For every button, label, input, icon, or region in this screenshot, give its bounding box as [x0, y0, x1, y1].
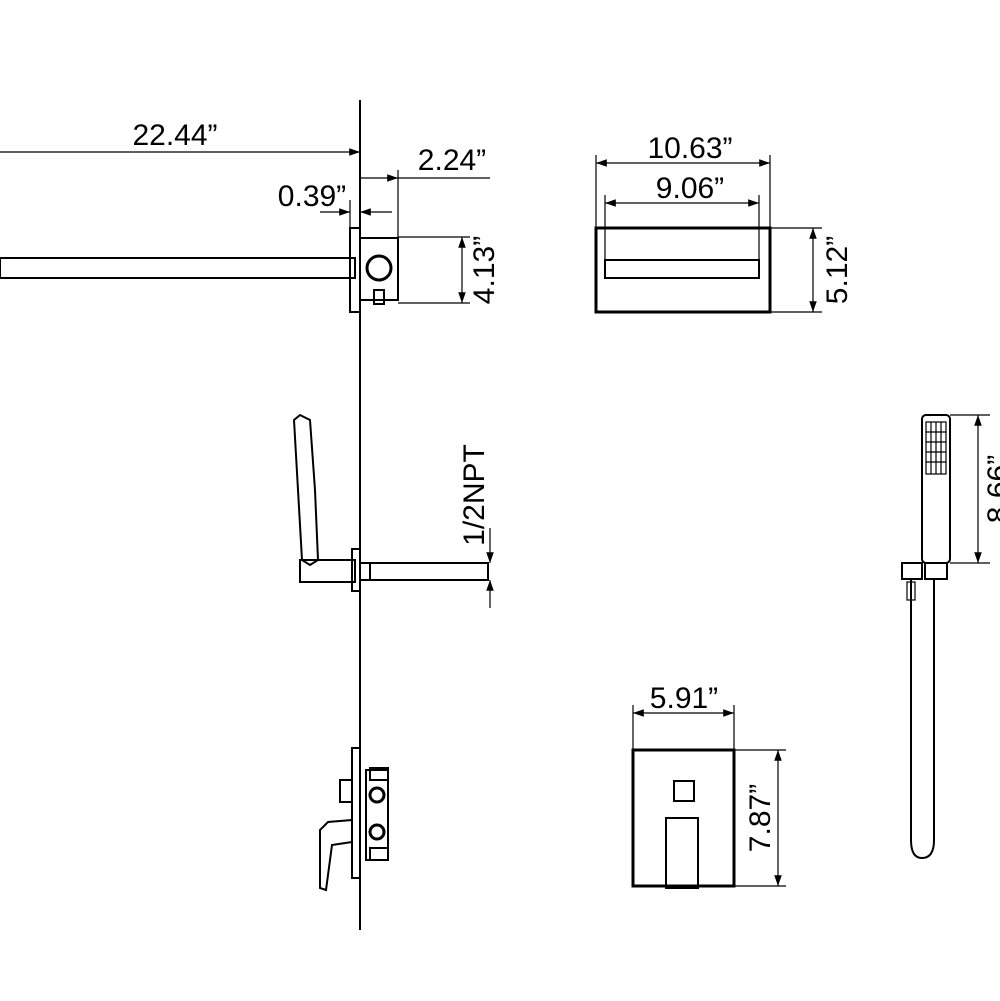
- plate-width-label: 5.91”: [650, 682, 718, 715]
- valve-port-bottom: [369, 847, 389, 861]
- outlet-thread: [359, 562, 371, 581]
- arm-length-label: 22.44”: [132, 119, 217, 152]
- mixing-valve-side-view: [319, 747, 389, 892]
- flange-height-label: 4.13”: [468, 236, 501, 304]
- valve-handle-side: [319, 818, 353, 892]
- hose-connector: [924, 562, 948, 580]
- valve-trim-front-view: 5.91” 7.87”: [631, 682, 786, 889]
- offset-label: 2.24”: [418, 144, 486, 177]
- hose-nut: [906, 581, 916, 601]
- thread-size-label: 1/2NPT: [458, 444, 491, 546]
- shower-head-body: [594, 226, 772, 314]
- shower-arm-side-view: 22.44” 2.24” 0.39” 4.13”: [0, 119, 501, 313]
- outlet-pipe: [369, 562, 489, 581]
- valve-port-lower: [368, 823, 386, 841]
- handheld-length-label: 8.66”: [982, 455, 1000, 523]
- inner-width-label: 9.06”: [656, 172, 724, 205]
- valve-plate-side: [351, 747, 361, 879]
- valve-port-upper: [368, 786, 386, 804]
- spray-nozzles: [926, 422, 946, 474]
- head-depth-label: 5.12”: [821, 236, 854, 304]
- valve-lever: [665, 817, 699, 889]
- connector-nut: [373, 289, 385, 305]
- connector-knob: [365, 254, 393, 282]
- valve-body: [365, 769, 389, 861]
- valve-port-top: [369, 767, 389, 781]
- trim-plate: [631, 748, 736, 888]
- handheld-front-view: 8.66”: [901, 414, 1000, 860]
- handheld-shower-side: [292, 413, 320, 567]
- shower-hose: [910, 579, 935, 860]
- arm-connector-body: [359, 237, 399, 301]
- shower-head-outlet-slot: [604, 259, 760, 279]
- handheld-outlet-side-view: 1/2NPT: [292, 413, 494, 608]
- valve-stub-upper: [339, 779, 353, 803]
- diverter-knob: [673, 780, 695, 802]
- handheld-holder: [299, 559, 356, 583]
- wall-bracket: [901, 562, 923, 580]
- shower-arm: [0, 257, 356, 279]
- plate-height-label: 7.87”: [744, 784, 777, 852]
- head-width-label: 10.63”: [647, 132, 732, 165]
- flange-thickness-label: 0.39”: [278, 180, 346, 213]
- shower-head-front-view: 10.63” 9.06” 5.12”: [594, 132, 854, 314]
